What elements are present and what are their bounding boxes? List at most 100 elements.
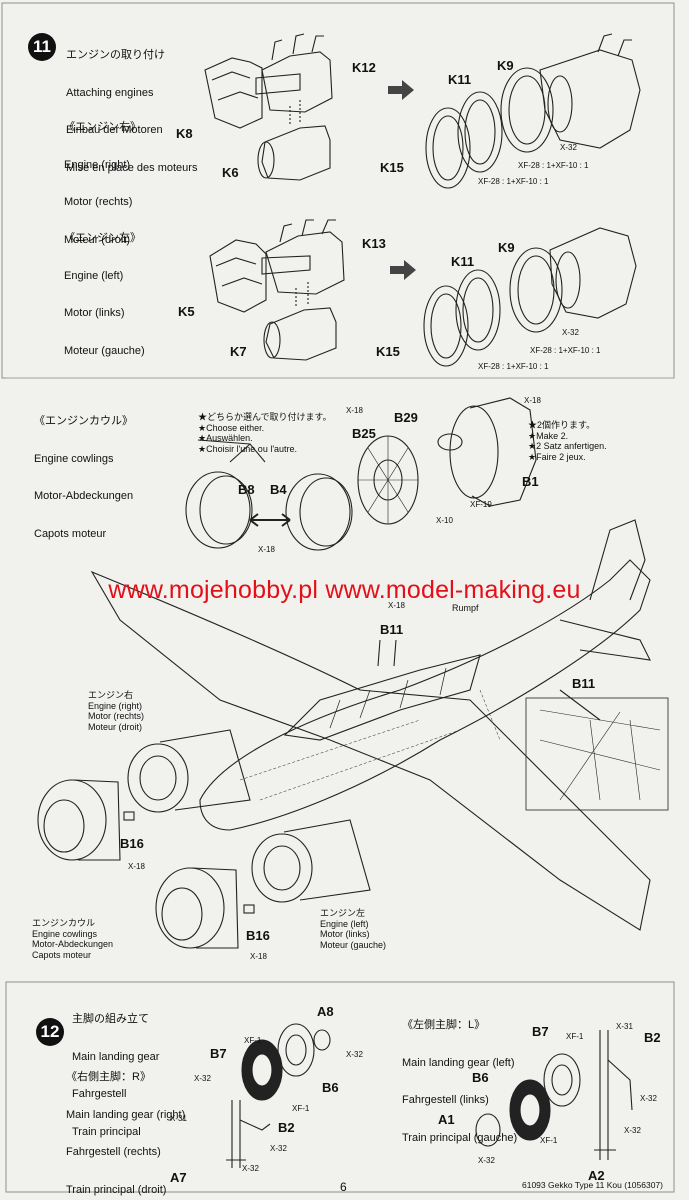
assembly-right-engine-caption: エンジン右 Engine (right) Motor (rechts) Mote… xyxy=(88,690,144,732)
cowlings-drawing xyxy=(185,397,537,551)
paint-x18-b16-right: X-18 xyxy=(128,862,145,871)
watermark: www.mojehobby.pl www.model-making.eu xyxy=(108,576,581,604)
paint-x32-bottom: X-32 xyxy=(562,328,579,337)
part-label-b16-left: B16 xyxy=(246,928,270,943)
assembly-cowl-en: Engine cowlings xyxy=(32,928,98,939)
gear-right-fr: Train principal (droit) xyxy=(66,1183,167,1196)
engine-left-fr: Moteur (gauche) xyxy=(64,344,145,357)
gear-right-caption: 《右側主脚：R》 Main landing gear (right) Fahrg… xyxy=(66,1046,185,1200)
part-label-a1: A1 xyxy=(438,1112,455,1127)
part-label-b6-right: B6 xyxy=(322,1080,339,1095)
part-label-b2-right: B2 xyxy=(278,1120,295,1135)
paint-x18-b1: X-18 xyxy=(524,396,541,405)
engine-right-en: Engine (right) xyxy=(64,158,131,171)
part-label-b4: B4 xyxy=(270,482,287,497)
choose-fr: ★Choisir l'une ou l'autre. xyxy=(198,443,298,454)
part-label-b7-right: B7 xyxy=(210,1046,227,1061)
assembly-left-jp: エンジン左 xyxy=(320,908,366,918)
paint-x10: X-10 xyxy=(436,516,453,525)
engine-right-de: Motor (rechts) xyxy=(64,196,133,208)
exhaust-rings-right-drawing xyxy=(425,33,641,189)
exhaust-rings-left-drawing xyxy=(423,227,637,367)
part-label-k15-top: K15 xyxy=(380,160,404,175)
assembly-cowl-caption: エンジンカウル Engine cowlings Motor-Abdeckunge… xyxy=(32,918,113,960)
paint-x32-left-b: X-32 xyxy=(624,1126,641,1135)
part-label-k12: K12 xyxy=(352,60,376,75)
make2-jp: ★2個作ります。 xyxy=(528,420,596,430)
engine-right-caption: 《エンジン右》 Engine (right) Motor (rechts) Mo… xyxy=(64,96,141,271)
part-label-k9-bottom: K9 xyxy=(498,240,515,255)
paint-xf1-right-b: XF-1 xyxy=(292,1104,310,1113)
part-label-b11-top: B11 xyxy=(380,622,404,637)
make2-fr: ★Faire 2 jeux. xyxy=(528,451,586,462)
paint-x18-b25: X-18 xyxy=(346,406,363,415)
step-12-title-jp: 主脚の組み立て xyxy=(72,1013,149,1025)
choose-jp: ★どちらか選んで取り付けます。 xyxy=(198,412,332,422)
choose-either-note: ★どちらか選んで取り付けます。 ★Choose either. ★Auswähl… xyxy=(198,412,332,454)
part-label-k8: K8 xyxy=(176,126,193,141)
paint-x32-right-b: X-32 xyxy=(194,1074,211,1083)
paint-xf1-left-b: XF-1 xyxy=(540,1136,558,1145)
engine-right-parts-drawing xyxy=(204,33,333,181)
gear-right-de: Fahrgestell (rechts) xyxy=(66,1146,161,1158)
assembly-left-de: Motor (links) xyxy=(320,929,370,939)
gear-left-en: Main landing gear (left) xyxy=(402,1056,515,1069)
step-11-title-jp: エンジンの取り付け xyxy=(66,49,165,61)
aircraft-drawing xyxy=(37,519,669,949)
part-label-k15-bottom: K15 xyxy=(376,344,400,359)
paint-x32-top: X-32 xyxy=(560,143,577,152)
page-number: 6 xyxy=(340,1180,347,1194)
part-label-k7: K7 xyxy=(230,344,247,359)
paint-x31-right: X-31 xyxy=(170,1114,187,1123)
engine-left-de: Motor (links) xyxy=(64,307,125,319)
arrow-step11-bottom xyxy=(390,260,416,280)
make2-de: ★2 Satz anfertigen. xyxy=(528,441,607,451)
step-12-number: 12 xyxy=(36,1018,64,1046)
rumpf-label: Rumpf xyxy=(452,603,479,613)
paint-xf28-bottom-1: XF-28 : 1+XF-10 : 1 xyxy=(530,346,601,355)
step-11-title-fr: Mise en place des moteurs xyxy=(66,161,198,174)
step-11-title: エンジンの取り付け Attaching engines Einbau der M… xyxy=(66,24,197,199)
paint-xf1-right-a: XF-1 xyxy=(244,1036,262,1045)
engine-left-en: Engine (left) xyxy=(64,269,124,282)
assembly-cowl-fr: Capots moteur xyxy=(32,949,92,960)
assembly-left-engine-caption: エンジン左 Engine (left) Motor (links) Moteur… xyxy=(320,908,386,950)
step-12-title: 主脚の組み立て Main landing gear Fahrgestell Tr… xyxy=(72,988,159,1163)
make-2-note: ★2個作ります。 ★Make 2. ★2 Satz anfertigen. ★F… xyxy=(528,420,607,462)
kit-code: 61093 Gekko Type 11 Kou (1056307) xyxy=(522,1180,663,1190)
assembly-left-fr: Moteur (gauche) xyxy=(320,939,387,950)
step-11-number: 11 xyxy=(28,33,56,61)
engine-left-parts-drawing xyxy=(209,219,345,361)
cowlings-fr: Capots moteur xyxy=(34,527,107,540)
choose-en: ★Choose either. xyxy=(198,422,265,433)
paint-x32-right-a: X-32 xyxy=(346,1050,363,1059)
step-11-title-de: Einbau der Motoren xyxy=(66,124,163,136)
part-label-b29: B29 xyxy=(394,410,418,425)
part-label-a2: A2 xyxy=(588,1168,605,1183)
part-label-k11-top: K11 xyxy=(448,72,472,87)
step-12-title-en: Main landing gear xyxy=(72,1050,160,1063)
part-label-k11-bottom: K11 xyxy=(451,254,475,269)
engine-left-jp: 《エンジン左》 xyxy=(64,232,141,244)
part-label-b2-left: B2 xyxy=(644,1030,661,1045)
engine-right-jp: 《エンジン右》 xyxy=(64,121,141,133)
gear-right-jp: 《右側主脚：R》 xyxy=(66,1071,151,1083)
part-label-k9-top: K9 xyxy=(497,58,514,73)
part-label-k5: K5 xyxy=(178,304,195,319)
part-label-a7: A7 xyxy=(170,1170,187,1185)
part-label-k13: K13 xyxy=(362,236,386,251)
step-12-title-de: Fahrgestell xyxy=(72,1088,127,1100)
part-label-b11-inset: B11 xyxy=(572,676,596,691)
assembly-right-en: Engine (right) xyxy=(88,700,143,711)
arrow-step11-top xyxy=(388,80,414,100)
assembly-right-fr: Moteur (droit) xyxy=(88,721,143,732)
part-label-a8: A8 xyxy=(317,1004,334,1019)
gear-left-caption: 《左側主脚：L》 Main landing gear (left) Fahrge… xyxy=(402,994,517,1169)
paint-xf1-left-a: XF-1 xyxy=(566,1032,584,1041)
paint-xf19: XF-19 xyxy=(470,500,492,509)
paint-x31-left: X-31 xyxy=(616,1022,633,1031)
paint-x32-right-c: X-32 xyxy=(270,1144,287,1153)
paint-x32-right-d: X-32 xyxy=(242,1164,259,1173)
